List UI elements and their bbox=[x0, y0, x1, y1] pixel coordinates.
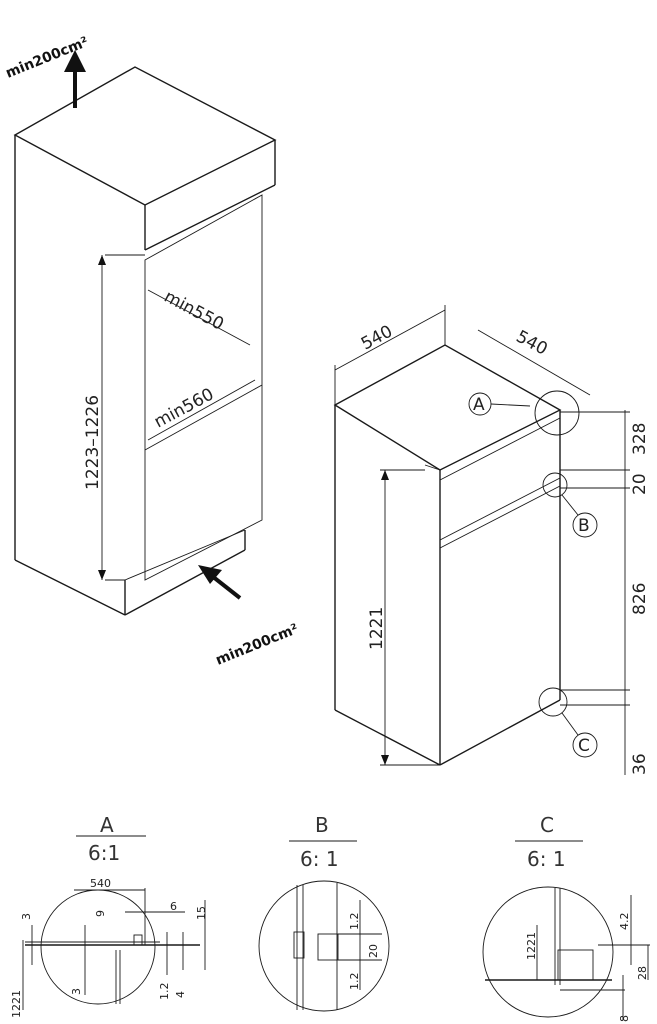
detail-c-4-2: 4.2 bbox=[618, 913, 631, 931]
dim-top-label: 328 bbox=[630, 423, 650, 455]
callout-b-label: B bbox=[578, 516, 590, 536]
detail-a-1-2: 1.2 bbox=[158, 983, 171, 1001]
detail-c-8: 8 bbox=[618, 1015, 631, 1022]
detail-b: B 6: 1 1.2 20 1.2 bbox=[258, 813, 390, 1012]
dim-bottom-label: 36 bbox=[630, 753, 650, 775]
cabinet-niche bbox=[13, 66, 277, 616]
detail-b-1-2-bottom: 1.2 bbox=[348, 973, 361, 991]
detail-a-3-top: 3 bbox=[20, 913, 33, 920]
callout-b-circle bbox=[542, 472, 568, 498]
detail-a-3-bottom: 3 bbox=[70, 988, 83, 995]
vent-arrow-top bbox=[64, 50, 86, 108]
detail-a: A 6:1 540 6 15 9 3 3 1221 1.2 4 bbox=[10, 813, 208, 1018]
min-width-dimension bbox=[147, 379, 256, 441]
min-depth-dimension bbox=[147, 289, 251, 346]
detail-a-1221: 1221 bbox=[10, 990, 23, 1018]
min-width-label: min560 bbox=[151, 384, 217, 432]
detail-c: C 6: 1 4.2 1221 28 8 bbox=[482, 813, 650, 1022]
detail-b-1-2-top: 1.2 bbox=[348, 913, 361, 931]
vent-arrow-bottom bbox=[198, 565, 242, 600]
detail-c-title: C bbox=[540, 813, 554, 837]
callout-c-circle bbox=[538, 687, 568, 717]
niche-height-label: 1223–1226 bbox=[83, 395, 103, 490]
detail-c-scale: 6: 1 bbox=[527, 847, 566, 871]
min-depth-label: min550 bbox=[161, 287, 227, 335]
detail-b-title: B bbox=[315, 813, 329, 837]
detail-a-9: 9 bbox=[94, 910, 107, 917]
appliance-top bbox=[333, 344, 562, 471]
width-dimension bbox=[334, 309, 446, 371]
detail-a-6: 6 bbox=[170, 900, 177, 913]
height-label: 1221 bbox=[367, 607, 387, 650]
detail-a-title: A bbox=[100, 813, 114, 837]
callout-a-label: A bbox=[473, 395, 485, 415]
appliance bbox=[333, 344, 562, 766]
depth-label: 540 bbox=[513, 327, 551, 360]
detail-c-28: 28 bbox=[636, 966, 649, 980]
callout-a-circle bbox=[534, 390, 580, 436]
detail-a-scale: 6:1 bbox=[88, 841, 120, 865]
callout-c-label: C bbox=[578, 736, 590, 756]
detail-c-1221: 1221 bbox=[525, 932, 538, 960]
detail-b-20: 20 bbox=[367, 944, 380, 958]
cabinet-top bbox=[13, 66, 277, 206]
detail-a-4: 4 bbox=[174, 991, 187, 998]
vent-bottom-label: min200cm² bbox=[214, 621, 301, 669]
detail-b-scale: 6: 1 bbox=[300, 847, 339, 871]
niche-opening bbox=[144, 194, 263, 581]
width-label: 540 bbox=[358, 322, 396, 355]
depth-dimension bbox=[477, 329, 591, 396]
detail-a-540: 540 bbox=[90, 877, 111, 890]
dim-gap-label: 20 bbox=[630, 473, 650, 495]
dim-middle-label: 826 bbox=[630, 583, 650, 615]
detail-a-15: 15 bbox=[195, 906, 208, 920]
